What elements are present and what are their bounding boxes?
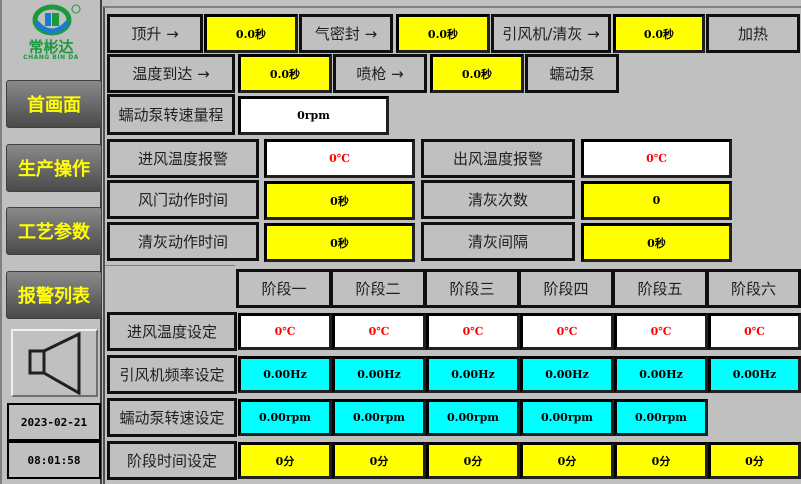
- nav-home-button[interactable]: 首画面: [6, 80, 102, 128]
- outlet-temp-alarm-label: 出风温度报警: [421, 139, 575, 178]
- pump-speed-range-label: 蠕动泵转速量程: [107, 94, 235, 135]
- stage1-inlet-temp-input[interactable]: 0℃: [238, 313, 332, 350]
- stage4-time-input[interactable]: 0分: [520, 442, 614, 479]
- stage4-fan-frequency-input[interactable]: 0.00Hz: [520, 356, 614, 393]
- clean-count-input[interactable]: 0: [581, 181, 732, 220]
- inlet-temp-alarm-label: 进风温度报警: [107, 139, 259, 178]
- stage2-pump-speed-input[interactable]: 0.00rpm: [332, 399, 426, 436]
- airtight-seal-label[interactable]: 气密封 →: [299, 14, 393, 53]
- clean-interval-label: 清灰间隔: [421, 222, 575, 261]
- stage5-time-input[interactable]: 0分: [614, 442, 708, 479]
- section-divider: [105, 265, 235, 266]
- speaker-icon: [28, 331, 81, 396]
- stage6-inlet-temp-input[interactable]: 0℃: [708, 313, 801, 350]
- temp-reached-delay-input[interactable]: 0.0秒: [238, 54, 332, 93]
- lift-label[interactable]: 顶升 →: [107, 14, 203, 53]
- fan-frequency-setting-label: 引风机频率设定: [107, 355, 237, 394]
- logo-icon: [32, 4, 81, 36]
- brand-subtitle: CHANG BIN DA: [23, 54, 79, 61]
- clean-action-time-label: 清灰动作时间: [107, 222, 259, 261]
- stage4-pump-speed-input[interactable]: 0.00rpm: [520, 399, 614, 436]
- stage3-fan-frequency-input[interactable]: 0.00Hz: [426, 356, 520, 393]
- fan-clean-delay-input[interactable]: 0.0秒: [613, 14, 705, 53]
- brand-name: 常彬达: [28, 38, 74, 56]
- inlet-temp-setting-label: 进风温度设定: [107, 312, 237, 351]
- date-display: 2023-02-21: [7, 403, 101, 441]
- temp-reached-label[interactable]: 温度到达 →: [107, 54, 235, 93]
- stage1-pump-speed-input[interactable]: 0.00rpm: [238, 399, 332, 436]
- pump-speed-range-input[interactable]: 0rpm: [238, 96, 389, 135]
- heating-button[interactable]: 加热: [706, 14, 800, 53]
- stage1-time-input[interactable]: 0分: [238, 442, 332, 479]
- stage-header-2: 阶段二: [330, 269, 426, 308]
- spray-gun-delay-input[interactable]: 0.0秒: [430, 54, 524, 93]
- clean-count-label: 清灰次数: [421, 180, 575, 219]
- brand-logo: [8, 4, 98, 72]
- clean-interval-input[interactable]: 0秒: [581, 223, 732, 262]
- nav-alarm-list-button[interactable]: 报警列表: [6, 271, 102, 319]
- stage5-pump-speed-input[interactable]: 0.00rpm: [614, 399, 708, 436]
- stage4-inlet-temp-input[interactable]: 0℃: [520, 313, 614, 350]
- damper-action-time-label: 风门动作时间: [107, 180, 259, 219]
- spray-gun-label[interactable]: 喷枪 →: [333, 54, 427, 93]
- stage-header-3: 阶段三: [424, 269, 520, 308]
- stage3-inlet-temp-input[interactable]: 0℃: [426, 313, 520, 350]
- damper-action-time-input[interactable]: 0秒: [264, 181, 415, 220]
- fan-clean-label[interactable]: 引风机/清灰 →: [491, 14, 611, 53]
- inlet-temp-alarm-input[interactable]: 0℃: [264, 139, 415, 178]
- stage6-time-input[interactable]: 0分: [708, 442, 801, 479]
- clean-action-time-input[interactable]: 0秒: [264, 223, 415, 262]
- stage-header-6: 阶段六: [706, 269, 801, 308]
- stage-time-setting-label: 阶段时间设定: [107, 441, 237, 480]
- nav-production-button[interactable]: 生产操作: [6, 144, 102, 192]
- airtight-seal-delay-input[interactable]: 0.0秒: [396, 14, 490, 53]
- lift-delay-input[interactable]: 0.0秒: [204, 14, 298, 53]
- stage1-fan-frequency-input[interactable]: 0.00Hz: [238, 356, 332, 393]
- stage-header-5: 阶段五: [612, 269, 708, 308]
- stage5-inlet-temp-input[interactable]: 0℃: [614, 313, 708, 350]
- stage3-time-input[interactable]: 0分: [426, 442, 520, 479]
- outlet-temp-alarm-input[interactable]: 0℃: [581, 139, 732, 178]
- stage-header-1: 阶段一: [236, 269, 332, 308]
- nav-process-params-button[interactable]: 工艺参数: [6, 207, 102, 255]
- stage2-time-input[interactable]: 0分: [332, 442, 426, 479]
- mute-button[interactable]: [11, 329, 98, 397]
- stage6-fan-frequency-input[interactable]: 0.00Hz: [708, 356, 801, 393]
- stage3-pump-speed-input[interactable]: 0.00rpm: [426, 399, 520, 436]
- time-display: 08:01:58: [7, 441, 101, 479]
- peristaltic-pump-button[interactable]: 蠕动泵: [525, 54, 619, 93]
- sidebar: 常彬达 CHANG BIN DA 首画面 生产操作 工艺参数 报警列表 2023…: [0, 0, 102, 484]
- stage5-fan-frequency-input[interactable]: 0.00Hz: [614, 356, 708, 393]
- main-panel: 顶升 → 0.0秒 气密封 → 0.0秒 引风机/清灰 → 0.0秒 加热 温度…: [103, 6, 801, 484]
- stage-header-4: 阶段四: [518, 269, 614, 308]
- stage2-inlet-temp-input[interactable]: 0℃: [332, 313, 426, 350]
- pump-speed-setting-label: 蠕动泵转速设定: [107, 398, 237, 437]
- stage2-fan-frequency-input[interactable]: 0.00Hz: [332, 356, 426, 393]
